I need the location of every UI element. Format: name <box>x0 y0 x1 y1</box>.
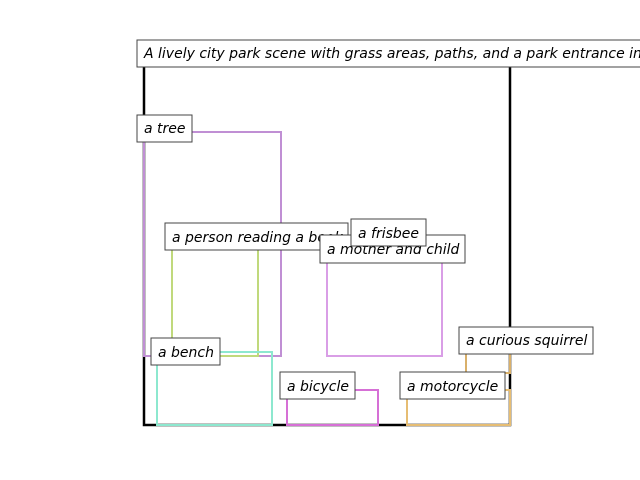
bench-label-text: a bench <box>158 345 214 361</box>
person-reading-label-box <box>164 222 349 251</box>
tree-label: a tree <box>136 114 193 143</box>
motorcycle-label-text: a motorcycle <box>407 379 498 395</box>
tree-label-box <box>136 114 193 143</box>
caption-label-box <box>136 39 640 68</box>
bench-label-box <box>150 337 221 366</box>
squirrel-label: a curious squirrel <box>458 326 594 355</box>
caption-text: A lively city park scene with grass area… <box>143 46 640 62</box>
squirrel-label-text: a curious squirrel <box>466 333 587 349</box>
frisbee-label-text: a frisbee <box>358 226 419 242</box>
bench-label: a bench <box>150 337 221 366</box>
caption-label: A lively city park scene with grass area… <box>136 39 640 68</box>
tree-label-text: a tree <box>144 121 186 137</box>
bicycle-label-box <box>279 371 356 400</box>
person-reading-label: a person reading a book <box>164 222 349 251</box>
frisbee-label: a frisbee <box>350 218 427 247</box>
motorcycle-label: a motorcycle <box>399 371 506 400</box>
squirrel-label-box <box>458 326 594 355</box>
bicycle-label-text: a bicycle <box>287 379 349 395</box>
frisbee-label-box <box>350 218 427 247</box>
motorcycle-label-box <box>399 371 506 400</box>
bicycle-label: a bicycle <box>279 371 356 400</box>
mother-child-box <box>326 248 443 357</box>
person-reading-label-text: a person reading a book <box>172 230 343 246</box>
